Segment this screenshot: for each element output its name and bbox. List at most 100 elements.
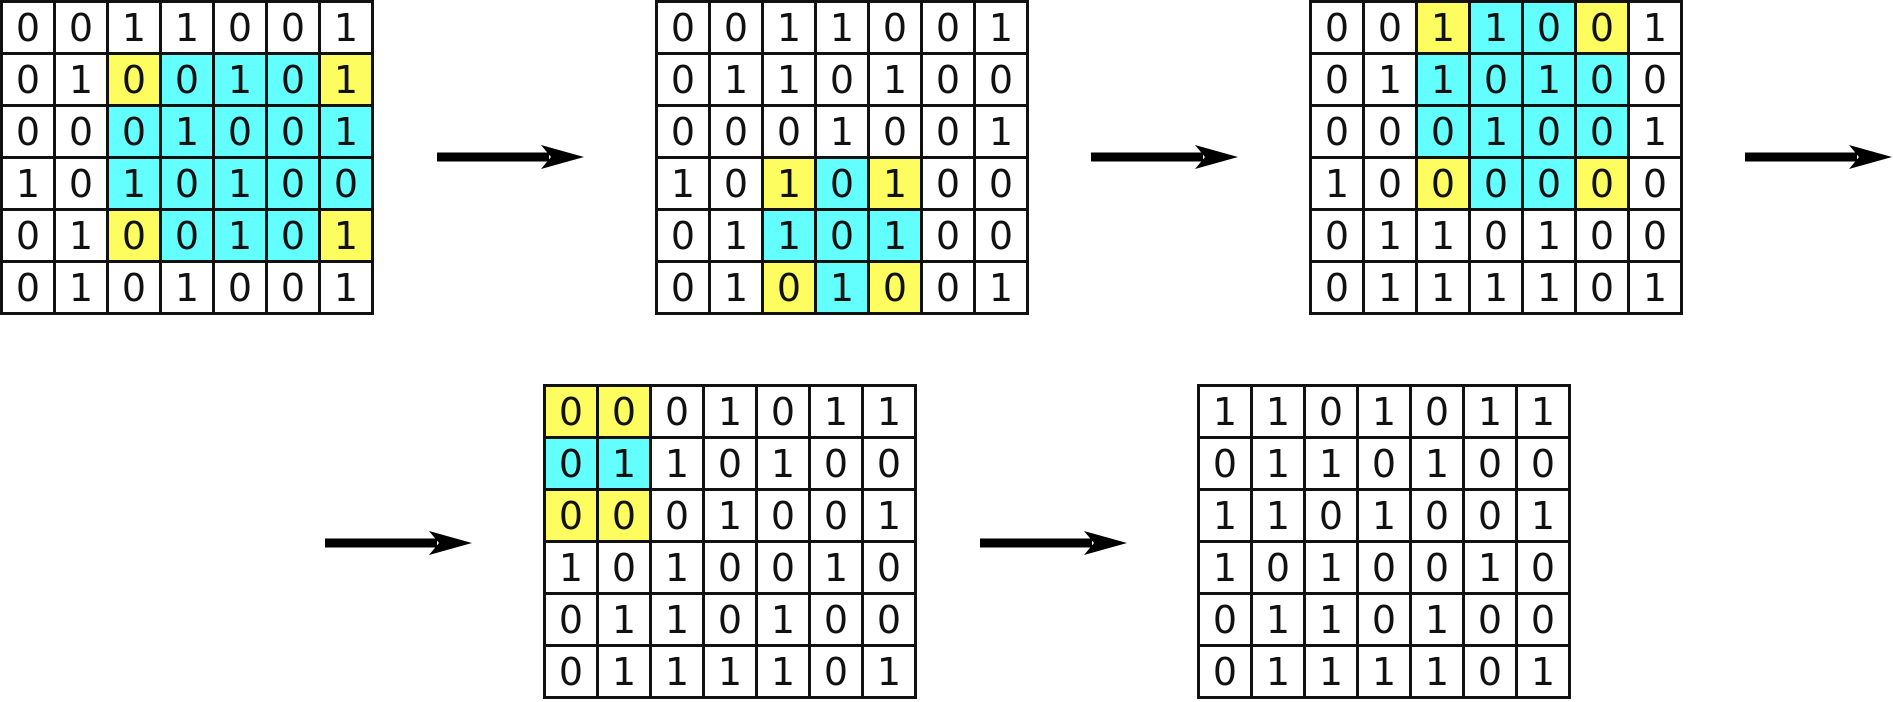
grid-cell: 0 (1462, 644, 1518, 699)
grid-cell: 0 (212, 0, 268, 55)
grid-cell: 0 (920, 156, 976, 211)
grid-cell: 0 (1574, 52, 1630, 107)
grid-cell: 0 (1574, 0, 1630, 55)
grid-cell: 1 (159, 0, 215, 55)
grid-cell: 1 (1521, 260, 1577, 315)
grid-cell: 1 (318, 260, 374, 315)
grid-cell: 0 (920, 104, 976, 159)
grid-cell: 0 (543, 592, 599, 647)
grid-cell: 0 (1309, 52, 1365, 107)
grid-cell: 1 (861, 644, 917, 699)
grid-cell: 1 (53, 208, 109, 263)
grid-cell: 1 (814, 104, 870, 159)
grid-cell: 0 (814, 52, 870, 107)
grid-cell: 1 (1521, 208, 1577, 263)
grid-cell: 1 (1303, 436, 1359, 491)
grid-cell: 0 (1356, 540, 1412, 595)
grid-cell: 0 (702, 592, 758, 647)
grid-cell: 1 (1468, 0, 1524, 55)
grid-cell: 0 (1462, 592, 1518, 647)
grid-cell: 0 (596, 540, 652, 595)
grid-cell: 0 (1515, 592, 1571, 647)
grid-cell: 1 (973, 260, 1029, 315)
grid-cell: 0 (265, 208, 321, 263)
grid-cell: 1 (1362, 208, 1418, 263)
grid-cell: 0 (596, 384, 652, 439)
grid-cell: 1 (1250, 384, 1306, 439)
grid-cell: 1 (1303, 592, 1359, 647)
grid-cell: 1 (1250, 592, 1306, 647)
grid-cell: 1 (702, 384, 758, 439)
grid-cell: 0 (0, 260, 56, 315)
grid-cell: 0 (1462, 436, 1518, 491)
grid-cell: 1 (1356, 644, 1412, 699)
grid-cell: 1 (1309, 156, 1365, 211)
grid-cell: 1 (867, 208, 923, 263)
grid-cell: 1 (1362, 260, 1418, 315)
grid-cell: 0 (1356, 436, 1412, 491)
grid-cell: 1 (1303, 644, 1359, 699)
grid-cell: 1 (649, 436, 705, 491)
grid-cell: 0 (655, 0, 711, 55)
grid-cell: 0 (1309, 0, 1365, 55)
grid-cell: 1 (973, 104, 1029, 159)
grid-cell: 0 (0, 208, 56, 263)
grid-cell: 1 (1250, 488, 1306, 543)
grid-cell: 1 (1415, 52, 1471, 107)
grid-cell: 0 (53, 0, 109, 55)
grid-cell: 1 (1356, 488, 1412, 543)
grid-cell: 1 (318, 208, 374, 263)
grid-cell: 0 (1303, 488, 1359, 543)
grid-cell: 0 (1409, 384, 1465, 439)
grid-cell: 1 (1250, 644, 1306, 699)
grid-cell: 0 (1574, 260, 1630, 315)
grid-cell: 0 (755, 488, 811, 543)
grid-cell: 0 (655, 52, 711, 107)
grid-cell: 1 (1409, 592, 1465, 647)
grid-cell: 0 (1197, 644, 1253, 699)
grid-cell: 0 (1362, 0, 1418, 55)
grid-cell: 0 (1521, 104, 1577, 159)
grid-cell: 0 (861, 436, 917, 491)
grid-cell: 0 (1303, 384, 1359, 439)
grid-cell: 0 (0, 0, 56, 55)
grid-cell: 0 (1415, 104, 1471, 159)
grid-cell: 0 (973, 156, 1029, 211)
grid-cell: 1 (761, 0, 817, 55)
grid-cell: 1 (1515, 644, 1571, 699)
grid-cell: 0 (1627, 156, 1683, 211)
grid-cell: 0 (1521, 0, 1577, 55)
grid-cell: 1 (1197, 540, 1253, 595)
grid-cell: 1 (702, 488, 758, 543)
grid-cell: 0 (265, 260, 321, 315)
grid-cell: 0 (53, 104, 109, 159)
right-arrow-icon (325, 531, 472, 555)
grid-cell: 1 (596, 644, 652, 699)
grid-cell: 0 (702, 540, 758, 595)
grid-cell: 0 (212, 260, 268, 315)
grid-cell: 1 (1627, 104, 1683, 159)
grid-cell: 1 (808, 384, 864, 439)
grid-cell: 1 (861, 488, 917, 543)
grid-cell: 1 (755, 644, 811, 699)
grid-cell: 1 (1515, 384, 1571, 439)
grid-cell: 0 (0, 52, 56, 107)
grid-cell: 1 (212, 156, 268, 211)
grid-cell: 0 (808, 436, 864, 491)
grid-cell: 1 (1356, 384, 1412, 439)
